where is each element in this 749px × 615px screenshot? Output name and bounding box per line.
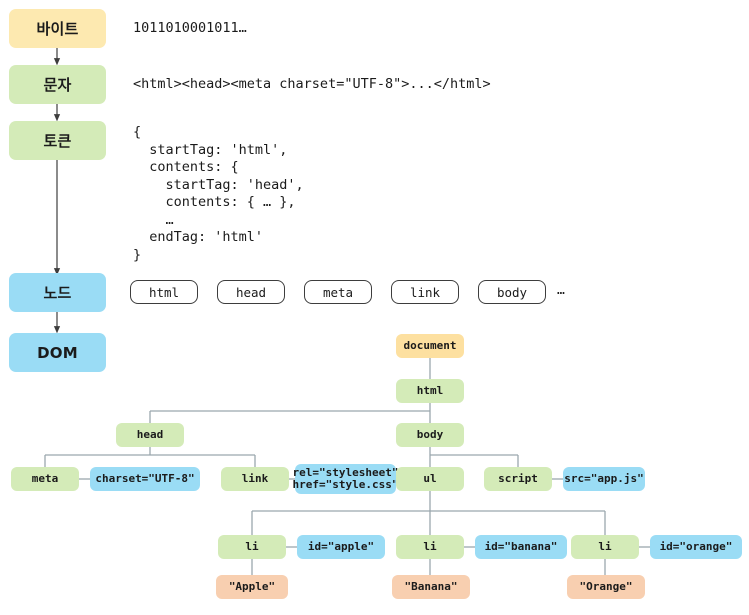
node-chip-head[interactable]: head [217, 280, 285, 304]
dom-attr-script-src[interactable]: src="app.js" [563, 467, 645, 491]
stage-node-label: 노드 [43, 284, 72, 302]
dom-attr-li-orange-id[interactable]: id="orange" [650, 535, 742, 559]
dom-node-li-banana-label: li [423, 540, 437, 553]
dom-node-li-apple[interactable]: li [218, 535, 286, 559]
node-chip-html-label: html [148, 284, 180, 300]
node-chip-meta-label: meta [322, 284, 354, 300]
tokens-code: { startTag: 'html', contents: { startTag… [133, 124, 304, 263]
stage-dom: DOM [9, 333, 106, 372]
node-chip-body-label: body [496, 284, 528, 300]
dom-attr-li-apple-id-label: id="apple" [307, 540, 375, 553]
dom-node-script-label: script [498, 472, 538, 485]
characters-code: <html><head><meta charset="UTF-8">...</h… [133, 76, 491, 92]
dom-node-html-label: html [416, 384, 444, 397]
node-chip-link-label: link [409, 284, 441, 300]
dom-node-head-label: head [136, 428, 164, 441]
dom-node-html[interactable]: html [396, 379, 464, 403]
stage-token: 토큰 [9, 121, 106, 160]
stage-char-label: 문자 [43, 76, 72, 94]
node-chip-meta[interactable]: meta [304, 280, 372, 304]
dom-attr-link-rel: rel="stylesheet" [292, 466, 399, 479]
node-chip-body[interactable]: body [478, 280, 546, 304]
dom-node-li-banana[interactable]: li [396, 535, 464, 559]
dom-node-document[interactable]: document [396, 334, 464, 358]
dom-attr-link-href: href="style.css" [292, 478, 399, 491]
node-chip-ellipsis: … [557, 283, 565, 298]
dom-text-banana[interactable]: "Banana" [392, 575, 470, 599]
dom-text-orange[interactable]: "Orange" [567, 575, 645, 599]
dom-node-script[interactable]: script [484, 467, 552, 491]
dom-node-link[interactable]: link [221, 467, 289, 491]
stage-byte-label: 바이트 [36, 20, 79, 38]
node-chip-head-label: head [235, 284, 267, 300]
dom-node-body[interactable]: body [396, 423, 464, 447]
dom-node-meta[interactable]: meta [11, 467, 79, 491]
dom-node-li-apple-label: li [245, 540, 259, 553]
dom-attr-script-src-label: src="app.js" [564, 472, 644, 485]
dom-text-apple-label: "Apple" [228, 580, 276, 593]
stage-byte: 바이트 [9, 9, 106, 48]
dom-node-document-label: document [403, 339, 457, 352]
stage-node: 노드 [9, 273, 106, 312]
stage-dom-label: DOM [37, 343, 78, 362]
dom-node-li-orange[interactable]: li [571, 535, 639, 559]
dom-text-apple[interactable]: "Apple" [216, 575, 288, 599]
dom-node-body-label: body [416, 428, 444, 441]
dom-text-banana-label: "Banana" [404, 580, 458, 593]
stage-token-label: 토큰 [43, 132, 72, 150]
dom-attr-meta-charset[interactable]: charset="UTF-8" [90, 467, 200, 491]
stage-char: 문자 [9, 65, 106, 104]
dom-attr-link[interactable]: rel="stylesheet" href="style.css" [292, 464, 399, 494]
dom-node-link-label: link [241, 472, 269, 485]
dom-attr-li-apple-id[interactable]: id="apple" [297, 535, 385, 559]
dom-text-orange-label: "Orange" [579, 580, 633, 593]
dom-attr-meta-charset-label: charset="UTF-8" [95, 472, 195, 485]
node-chip-link[interactable]: link [391, 280, 459, 304]
bytes-code: 1011010001011… [133, 20, 247, 36]
dom-node-ul[interactable]: ul [396, 467, 464, 491]
dom-node-li-orange-label: li [598, 540, 612, 553]
dom-node-meta-label: meta [31, 472, 59, 485]
dom-node-ul-label: ul [423, 472, 437, 485]
dom-attr-li-banana-id-label: id="banana" [484, 540, 558, 553]
dom-node-head[interactable]: head [116, 423, 184, 447]
dom-attr-li-orange-id-label: id="orange" [659, 540, 733, 553]
node-chip-html[interactable]: html [130, 280, 198, 304]
dom-attr-li-banana-id[interactable]: id="banana" [475, 535, 567, 559]
